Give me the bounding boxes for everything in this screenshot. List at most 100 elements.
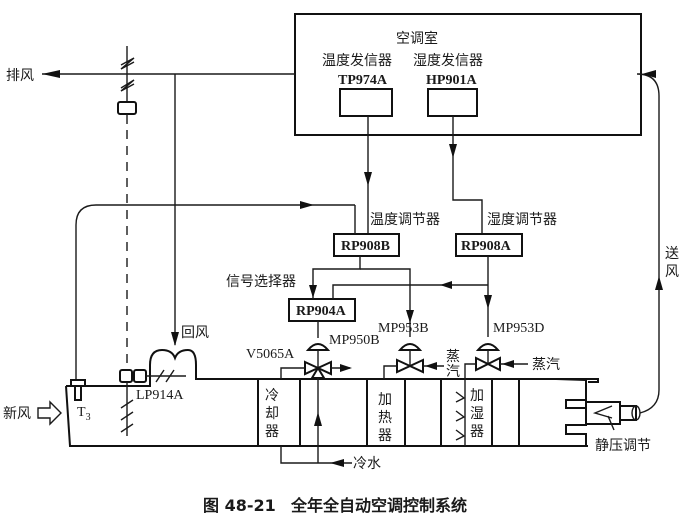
selector-code: RP904A — [296, 304, 347, 319]
fresh-damper-blade-2 — [120, 411, 134, 421]
heater-steam-label-2: 汽 — [446, 364, 460, 380]
figure-caption: 图 48-21 全年全自动空调控制系统 — [203, 496, 467, 515]
figure-number: 图 48-21 — [203, 496, 276, 515]
temp-signal-arrow — [364, 172, 372, 186]
fresh-air-label: 新风 — [3, 406, 31, 422]
return-damper-blade-1 — [155, 369, 165, 383]
supply-air-left-arrow — [642, 70, 656, 78]
temp-to-selector-line — [312, 256, 361, 299]
spray-nozzle-1 — [455, 391, 466, 403]
supply-air-up-arrow — [655, 276, 663, 290]
exhaust-return-section: 排风 回风 — [6, 46, 295, 374]
supply-air-label-2: 风 — [665, 264, 679, 280]
temp-controller-label: 温度调节器 — [370, 212, 440, 228]
selector-box — [288, 298, 356, 322]
controller-signal-lines — [75, 201, 492, 380]
cooling-valve-assembly: MP950B V5065A 冷水 — [246, 333, 381, 472]
air-handling-unit: 冷 却 器 加 热 器 加 湿 器 静压调节 — [65, 348, 651, 454]
exhaust-damper-blade-lower — [120, 79, 135, 92]
humid-transmitter-label: 湿度发信器 — [413, 53, 483, 69]
return-air-label: 回风 — [181, 325, 209, 341]
humid-steam-arrow — [502, 360, 514, 368]
cooling-actuator-code: MP950B — [329, 333, 380, 348]
temp-transmitter-code: TP974A — [338, 73, 388, 88]
heater-label-1: 加 — [378, 392, 392, 408]
heater-actuator-dome — [397, 343, 423, 351]
humid-steam-pipe — [464, 363, 476, 379]
temp-to-heater-arrow — [406, 310, 414, 323]
cold-water-label: 冷水 — [353, 456, 381, 472]
temp-controller-box — [333, 233, 400, 257]
humid-to-humidifier-arrow — [484, 295, 492, 309]
exhaust-damper-actuator — [117, 101, 137, 115]
spray-nozzle-3 — [455, 429, 466, 441]
room-title: 空调室 — [396, 30, 438, 47]
fresh-damper-blade-3 — [120, 423, 134, 433]
t3-sensor-line — [75, 204, 97, 380]
heater-steam-pipe — [383, 365, 397, 379]
humid-transmitter-code: HP901A — [426, 73, 477, 88]
heater-valve-assembly: MP953B 蒸 汽 — [378, 321, 460, 380]
humidifier-label-2: 湿 — [470, 406, 484, 422]
cooling-actuator-dome — [305, 343, 331, 351]
heater-label-2: 热 — [378, 410, 392, 426]
ahu-right-end — [555, 378, 587, 447]
temp-transmitter-label: 温度发信器 — [322, 53, 392, 69]
temp-controller-code: RP908B — [341, 239, 390, 254]
humid-controller-box — [455, 233, 523, 257]
humid-actuator-dome — [475, 343, 501, 351]
humid-controller-label: 湿度调节器 — [487, 212, 557, 228]
cold-water-return-pipe — [280, 446, 318, 464]
damper-code: LP914A — [136, 388, 184, 403]
damper-actuator-box-2 — [133, 369, 147, 383]
fresh-air-arrow-icon — [37, 400, 62, 426]
cooling-supply-pipe — [280, 367, 305, 379]
cold-water-up-arrow — [314, 412, 322, 426]
cold-water-arrow — [330, 459, 344, 467]
figure-title: 全年全自动空调控制系统 — [290, 496, 467, 515]
cooler-label-1: 冷 — [265, 388, 279, 404]
t3-feedback-arrow — [300, 201, 314, 209]
heater-steam-label-1: 蒸 — [446, 349, 460, 365]
damper-lp914a: LP914A — [119, 369, 186, 436]
temp-transmitter-box — [339, 88, 393, 117]
humid-actuator-code: MP953D — [493, 321, 544, 336]
controllers: 温度调节器 湿度调节器 RP908B RP908A 信号选择器 RP904A — [226, 212, 557, 322]
fresh-air-inlet: 新风 T3 — [3, 379, 91, 426]
spray-nozzle-2 — [455, 410, 466, 422]
humidifier-label-3: 器 — [470, 424, 484, 440]
heater-steam-arrow — [425, 362, 437, 370]
cooling-valve-code: V5065A — [246, 347, 295, 362]
damper-actuator-box-1 — [119, 369, 133, 383]
supply-fan-box — [585, 401, 621, 425]
humidifier-valve-assembly: MP953D 蒸汽 — [464, 321, 560, 379]
t3-sensor-probe — [74, 385, 82, 401]
humid-to-selector-line — [332, 284, 488, 299]
humid-transmitter-box — [427, 88, 478, 117]
heater-valve-body-right — [407, 358, 424, 374]
static-pressure-leader — [607, 415, 615, 431]
heater-actuator-code: MP953B — [378, 321, 429, 336]
heater-label-3: 器 — [378, 428, 392, 444]
exhaust-label: 排风 — [6, 68, 34, 84]
exhaust-arrow — [42, 70, 60, 78]
cooler-label-3: 器 — [265, 424, 279, 440]
air-conditioned-room: 空调室 温度发信器 湿度发信器 TP974A HP901A — [294, 13, 642, 136]
cooler-label-2: 却 — [265, 406, 279, 422]
humid-signal-line — [452, 116, 483, 234]
humid-controller-code: RP908A — [461, 239, 512, 254]
humid-signal-arrow — [449, 144, 457, 158]
selector-label: 信号选择器 — [226, 274, 296, 290]
humidifier-label-1: 加 — [470, 388, 484, 404]
transmitter-signal-lines — [364, 116, 483, 234]
return-damper-blade-2 — [165, 369, 175, 383]
static-pressure-label: 静压调节 — [595, 438, 651, 454]
supply-air-line — [636, 73, 660, 414]
ahu-outline — [65, 348, 599, 447]
humid-valve-body-right — [485, 356, 501, 372]
return-air-arrow — [171, 332, 179, 346]
t3-sensor-label: T3 — [77, 405, 91, 423]
supply-air-label-1: 送 — [665, 246, 679, 262]
exhaust-damper-blade-upper — [120, 57, 135, 70]
